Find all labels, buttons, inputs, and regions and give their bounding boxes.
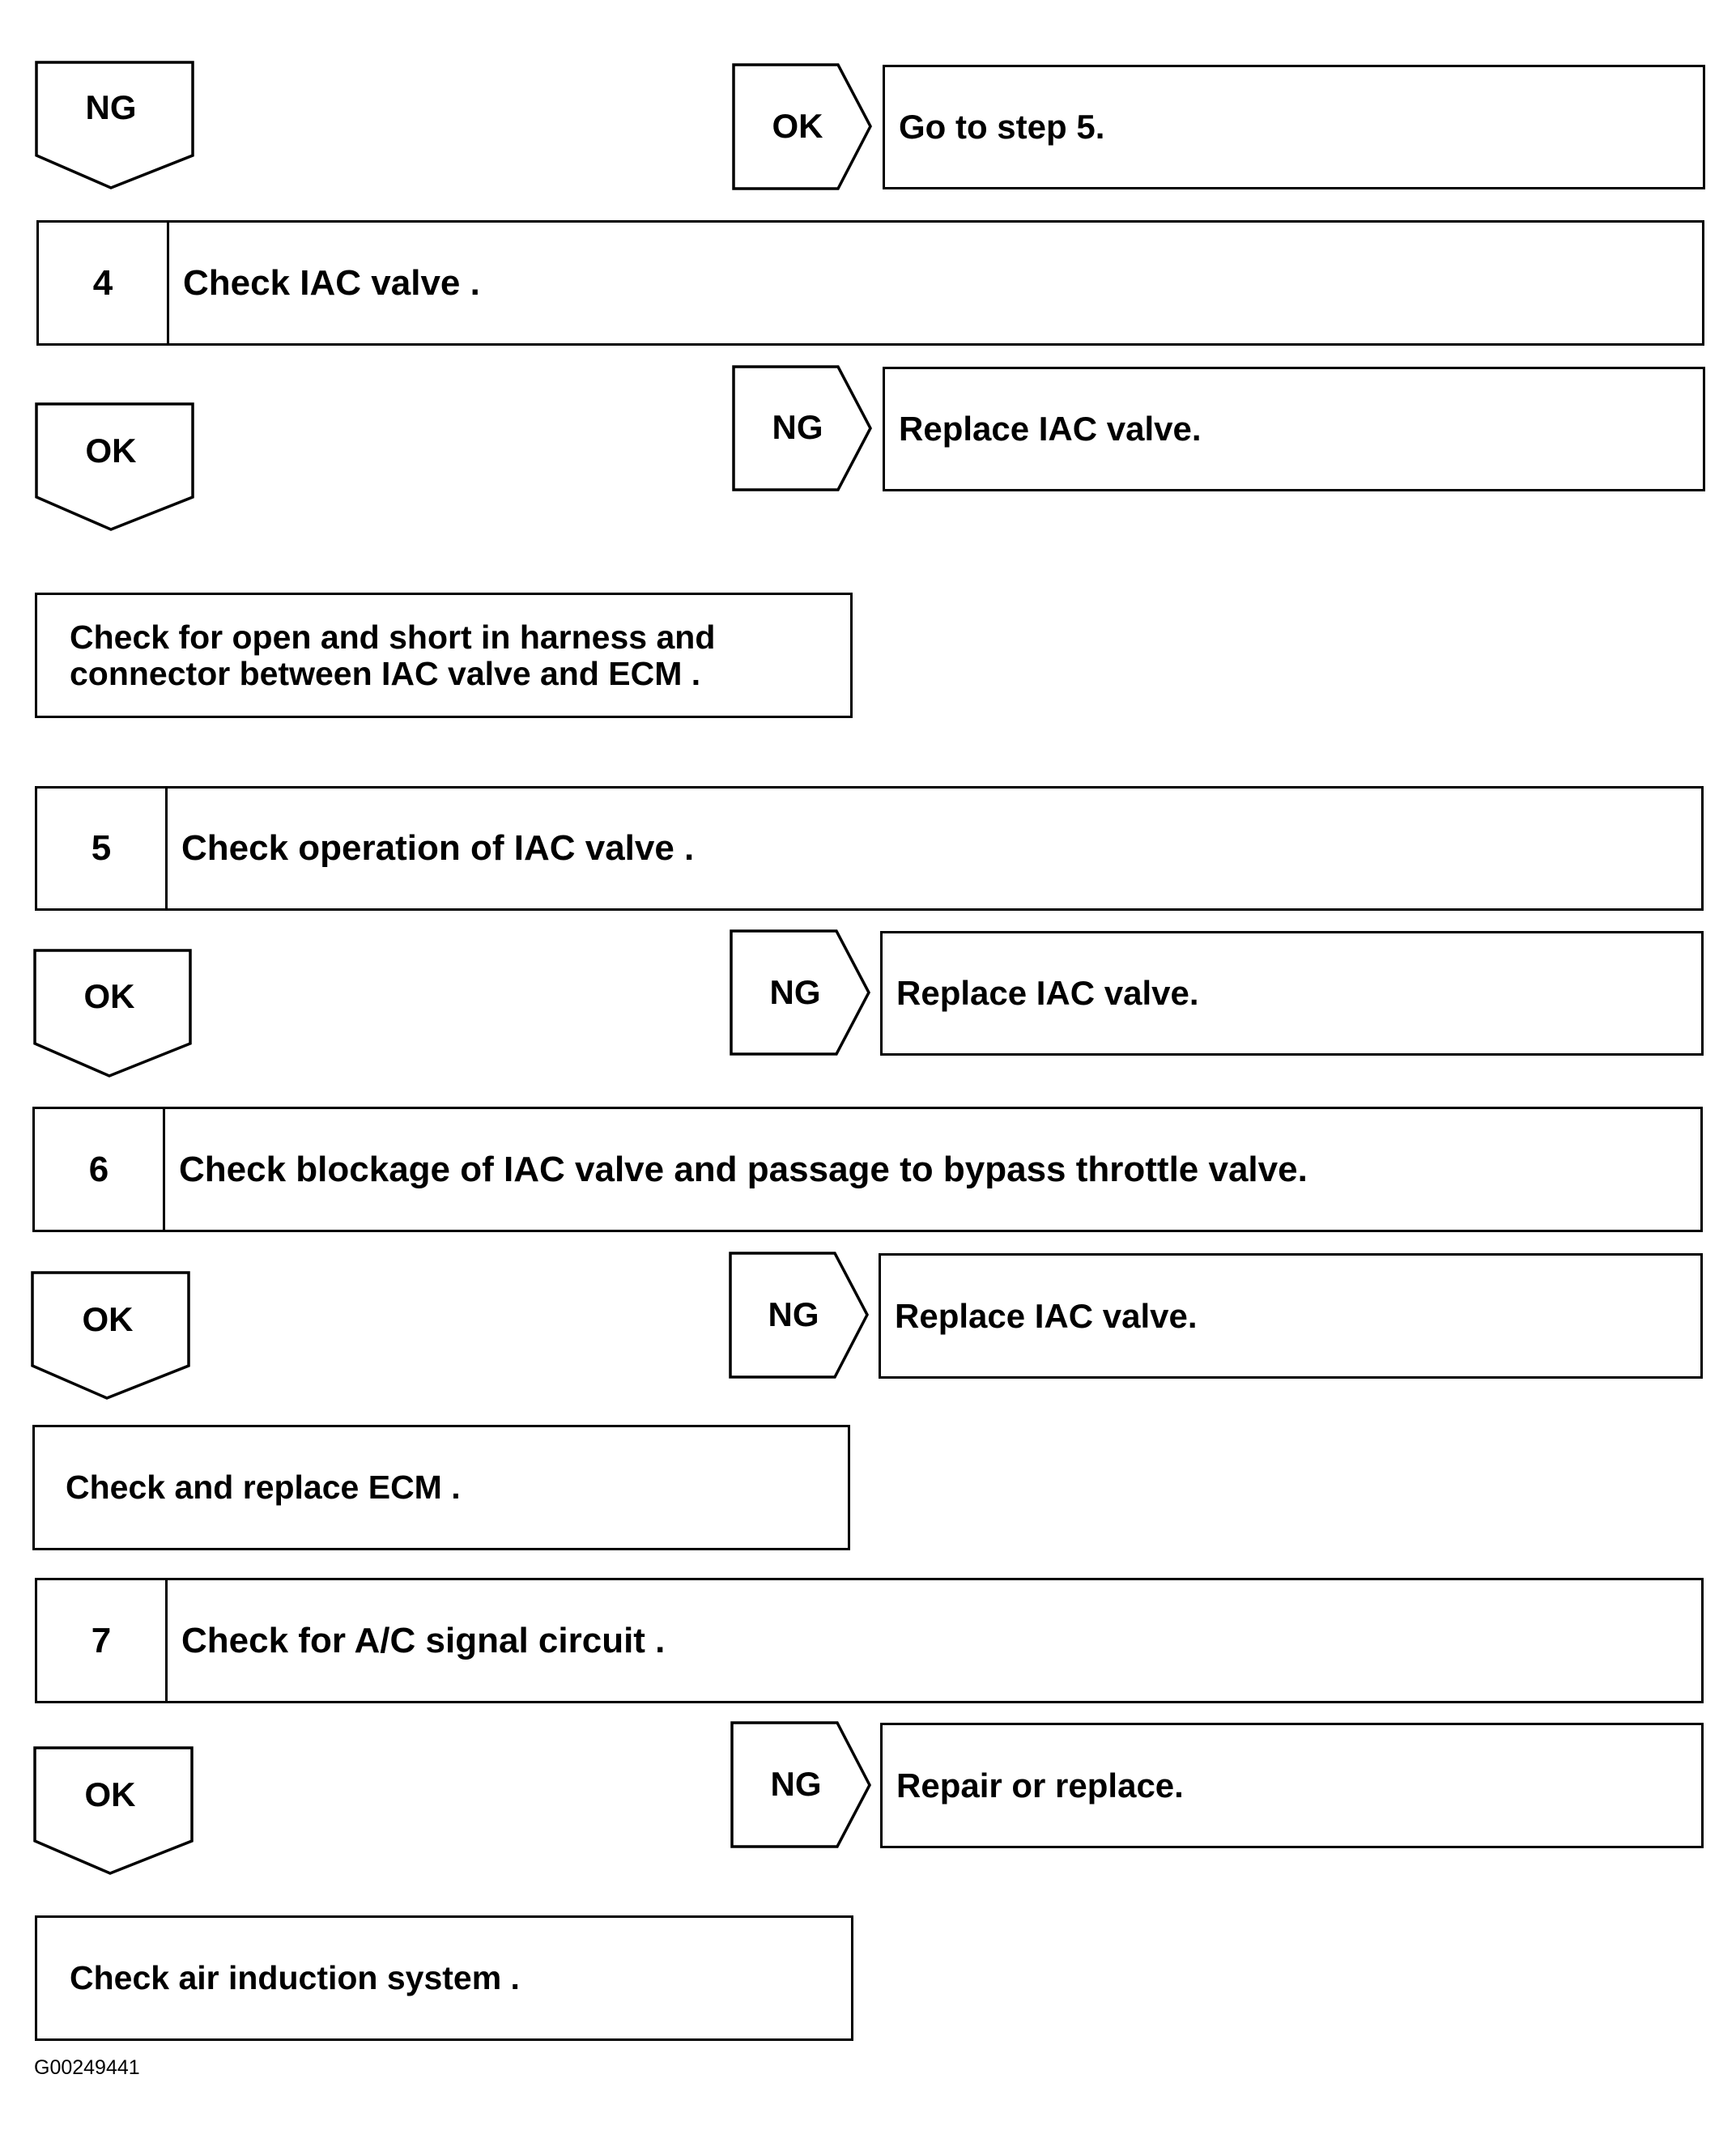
down-arrow-label: OK xyxy=(83,1300,134,1338)
step-number: 4 xyxy=(39,223,169,343)
note-line: connector between IAC valve and ECM . xyxy=(70,654,701,692)
right-arrow-label: NG xyxy=(768,1295,819,1333)
right-arrow-ng-step4 xyxy=(732,365,872,491)
step-number: 7 xyxy=(37,1580,168,1701)
result-text: Replace IAC valve. xyxy=(899,410,1202,448)
right-arrow-label: NG xyxy=(771,1765,822,1803)
right-arrow-label: NG xyxy=(772,408,823,446)
step-header-5: 5 Check operation of IAC valve . xyxy=(35,786,1704,911)
down-arrow-ok-step7 xyxy=(33,1746,194,1875)
result-box-step7: Repair or replace. xyxy=(880,1723,1704,1848)
down-arrow-ok-step6 xyxy=(31,1271,190,1400)
note-line: Check and replace ECM . xyxy=(66,1469,461,1507)
result-text: Go to step 5. xyxy=(899,108,1105,146)
step-title: Check blockage of IAC valve and passage … xyxy=(179,1149,1308,1189)
down-arrow-label: OK xyxy=(84,977,135,1015)
result-box-top: Go to step 5. xyxy=(883,65,1705,189)
note-box-step6: Check and replace ECM . xyxy=(32,1425,850,1550)
note-line: Check for open and short in harness and xyxy=(70,619,716,657)
result-box-step4: Replace IAC valve. xyxy=(883,367,1705,491)
note-line: Check air induction system . xyxy=(70,1959,520,1997)
result-box-step6: Replace IAC valve. xyxy=(879,1253,1703,1379)
down-arrow-ok-step4 xyxy=(35,402,194,531)
note-box-step4: Check for open and short in harness and … xyxy=(35,593,853,718)
note-box-step7: Check air induction system . xyxy=(35,1915,853,2041)
step-header-4: 4 Check IAC valve . xyxy=(36,220,1704,346)
step-title: Check operation of IAC valve . xyxy=(181,828,695,868)
down-arrow-ng-top xyxy=(35,61,194,189)
result-text: Replace IAC valve. xyxy=(896,974,1199,1012)
result-text: Replace IAC valve. xyxy=(895,1296,1198,1335)
down-arrow-label: NG xyxy=(86,88,137,126)
right-arrow-ok-top xyxy=(732,63,872,190)
step-title: Check IAC valve . xyxy=(183,262,480,303)
step-number: 5 xyxy=(37,789,168,908)
step-number: 6 xyxy=(35,1109,165,1230)
result-box-step5: Replace IAC valve. xyxy=(880,931,1704,1056)
right-arrow-ng-step6 xyxy=(729,1252,869,1379)
step-header-6: 6 Check blockage of IAC valve and passag… xyxy=(32,1107,1703,1232)
down-arrow-label: OK xyxy=(86,431,137,470)
right-arrow-label: OK xyxy=(772,107,823,145)
down-arrow-label: OK xyxy=(85,1775,136,1813)
figure-code: G00249441 xyxy=(34,2056,140,2079)
step-title: Check for A/C signal circuit . xyxy=(181,1620,666,1660)
result-text: Repair or replace. xyxy=(896,1766,1184,1805)
down-arrow-ok-step5 xyxy=(33,949,192,1078)
right-arrow-ng-step7 xyxy=(730,1721,871,1848)
right-arrow-label: NG xyxy=(770,973,821,1011)
right-arrow-ng-step5 xyxy=(730,929,870,1056)
step-header-7: 7 Check for A/C signal circuit . xyxy=(35,1578,1704,1703)
